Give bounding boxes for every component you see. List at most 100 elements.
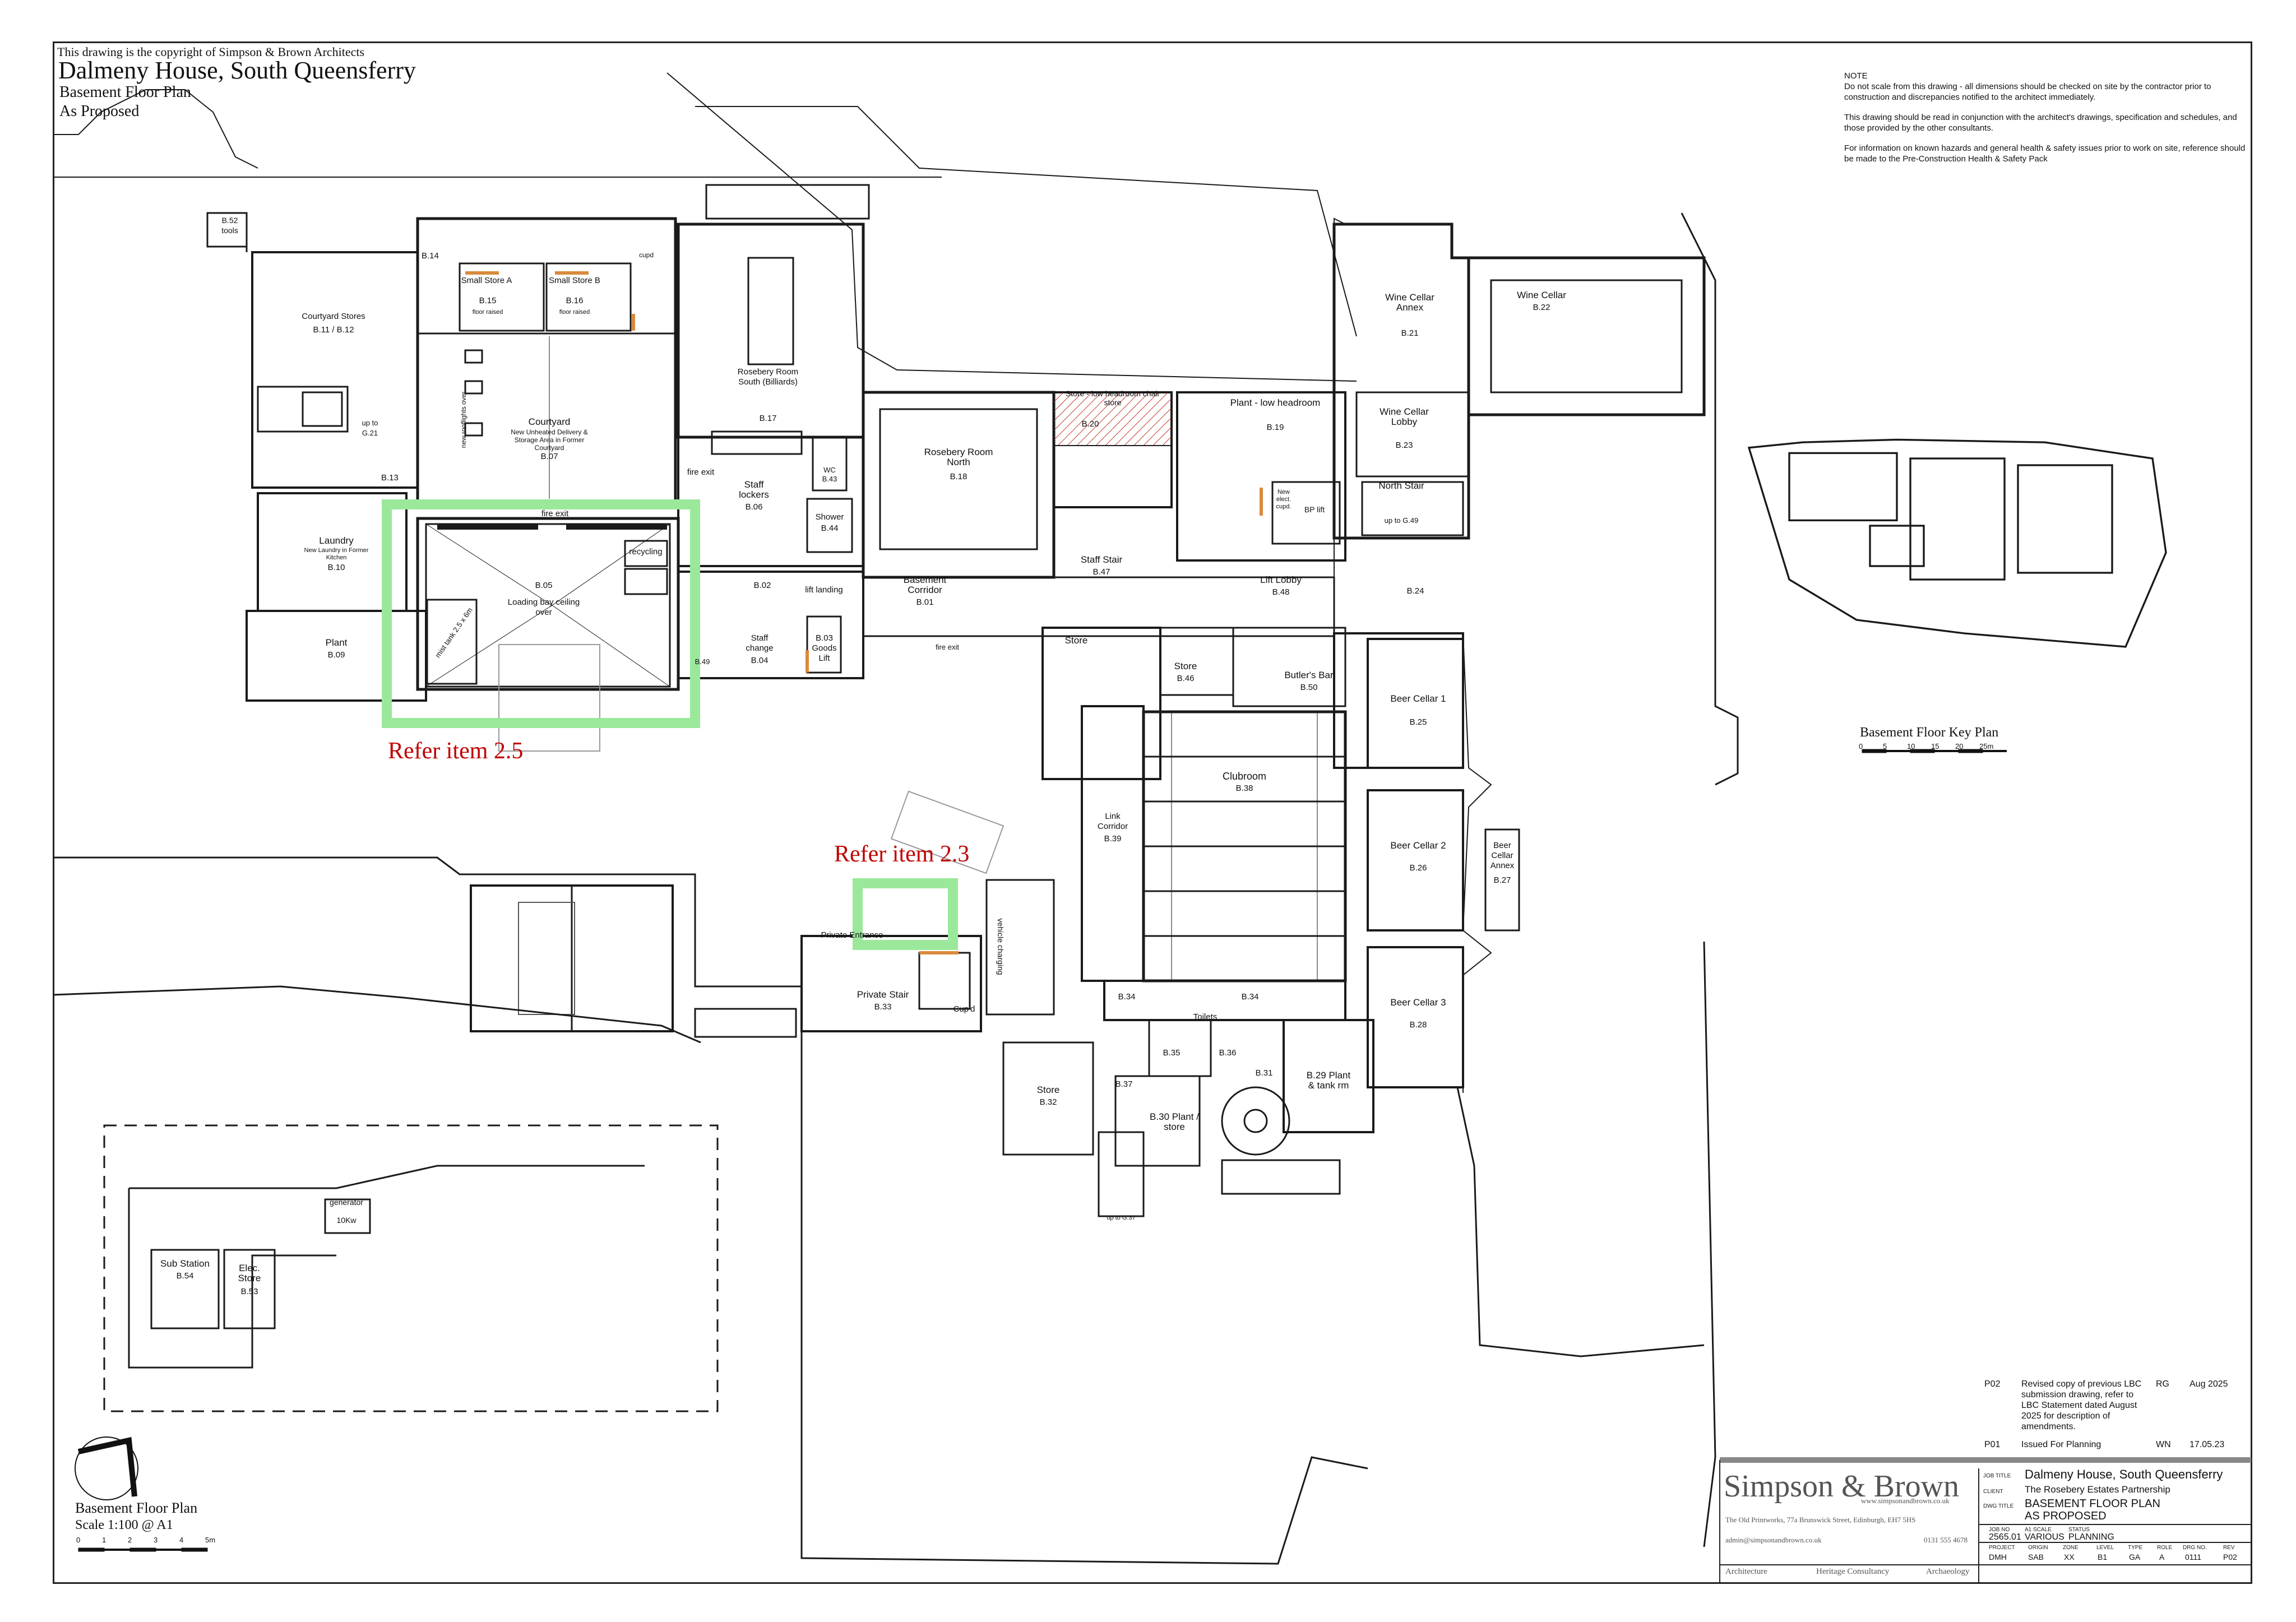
room-wc: WC — [823, 466, 836, 474]
room-b04: B.04 — [751, 656, 769, 665]
room-plant-store: B.30 Plant / store — [1150, 1111, 1199, 1132]
room-b27: B.27 — [1493, 875, 1511, 885]
room-cupd: Cup'd — [953, 1004, 975, 1014]
plan-tick-0: 0 — [76, 1536, 81, 1544]
code-drg-no: 0111 — [2185, 1553, 2202, 1561]
value-job-no: 2565.01 — [1989, 1532, 2021, 1542]
notes-block: NOTE Do not scale from this drawing - al… — [1844, 71, 2248, 174]
cupboard-label: cupd — [639, 251, 654, 259]
code-label-rev: REV — [2223, 1545, 2235, 1551]
label-new-elect-cupd: New elect. cupd. — [1276, 489, 1292, 510]
copyright-notice: This drawing is the copyright of Simpson… — [57, 45, 365, 59]
firm-phone: 0131 555 4678 — [1924, 1536, 1968, 1544]
code-label-zone: ZONE — [2063, 1545, 2079, 1551]
key-tick-0: 0 — [1859, 742, 1863, 750]
room-b35: B.35 — [1163, 1048, 1181, 1058]
value-dwg-title-1: BASEMENT FLOOR PLAN — [2025, 1498, 2160, 1510]
room-staff-change: Staff change — [746, 633, 774, 653]
value-status: PLANNING — [2068, 1532, 2114, 1542]
room-b49: B.49 — [695, 657, 710, 666]
code-label-drg-no: DRG NO. — [2183, 1545, 2207, 1551]
room-private-stair: Private Stair — [857, 989, 909, 1000]
stair-up-g37: up to G.37 — [1107, 1215, 1136, 1221]
room-b06: B.06 — [745, 502, 763, 512]
code-label-level: LEVEL — [2096, 1545, 2114, 1551]
label-new-rooflights: new rooflights over — [460, 391, 467, 448]
stair-up-g49: up to G.49 — [1384, 516, 1419, 525]
fire-exit-corridor: fire exit — [936, 643, 959, 651]
key-tick-15: 15 — [1931, 742, 1939, 750]
plan-tick-1: 1 — [102, 1536, 107, 1544]
laundry-note: New Laundry in Former Kitchen — [304, 547, 369, 561]
room-b39: B.39 — [1104, 834, 1122, 844]
room-b26: B.26 — [1409, 863, 1427, 873]
code-label-type: TYPE — [2128, 1545, 2143, 1551]
room-b10: B.10 — [327, 563, 345, 572]
room-b17: B.17 — [759, 414, 777, 423]
code-label-project: PROJECT — [1989, 1545, 2015, 1551]
room-b47: B.47 — [1093, 567, 1110, 577]
callout-item-2-5: Refer item 2.5 — [388, 738, 524, 764]
key-tick-10: 10 — [1907, 742, 1915, 750]
room-b02: B.02 — [753, 581, 771, 590]
room-b54: B.54 — [176, 1271, 194, 1281]
room-link-corridor: Link Corridor — [1097, 812, 1128, 831]
room-store-corridor: Store — [1064, 635, 1088, 646]
room-b38: B.38 — [1235, 784, 1253, 793]
room-rosebery-north: Rosebery Room North — [924, 447, 993, 467]
label-vehicle-charging: vehicle charging — [996, 918, 1005, 975]
service-archaeology: Archaeology — [1926, 1567, 1970, 1576]
room-wine-lobby: Wine Cellar Lobby — [1380, 406, 1429, 427]
room-b01: B.01 — [916, 597, 934, 607]
room-b16: B.16 — [566, 296, 584, 305]
room-laundry: Laundry — [319, 535, 354, 546]
note-paragraph-1: Do not scale from this drawing - all dim… — [1844, 82, 2211, 102]
value-client: The Rosebery Estates Partnership — [2025, 1484, 2170, 1495]
code-rev: P02 — [2223, 1553, 2237, 1561]
room-b19: B.19 — [1266, 423, 1284, 432]
room-b23: B.23 — [1395, 441, 1413, 450]
room-north-stair: North Stair — [1378, 480, 1424, 491]
drawing-frame — [53, 41, 2252, 1584]
room-b53: B.53 — [240, 1287, 258, 1296]
value-scale: VARIOUS — [2025, 1532, 2064, 1542]
rev-p01-date: 17.05.23 — [2189, 1440, 2225, 1449]
room-b15: B.15 — [479, 296, 497, 305]
room-b21: B.21 — [1401, 328, 1419, 338]
label-scale: A1 SCALE — [2025, 1527, 2052, 1533]
note-heading: NOTE — [1844, 71, 1868, 81]
room-plant: Plant — [325, 637, 348, 648]
rev-p01-desc: Issued For Planning — [2021, 1440, 2101, 1449]
room-courtyard-stores: Courtyard Stores — [302, 312, 365, 321]
room-b05: B.05 — [535, 581, 553, 590]
room-courtyard: Courtyard — [528, 416, 571, 427]
room-b32: B.32 — [1039, 1097, 1057, 1107]
label-generator: generator — [330, 1198, 363, 1207]
rev-p02-id: P02 — [1984, 1379, 2001, 1389]
room-plant-tank: B.29 Plant & tank rm — [1306, 1070, 1351, 1091]
room-lift-lobby: Lift Lobby — [1260, 574, 1302, 585]
callout-item-2-3: Refer item 2.3 — [834, 841, 970, 867]
rev-p02-by: RG — [2156, 1379, 2169, 1389]
code-zone: XX — [2064, 1553, 2075, 1561]
plan-tick-4: 4 — [179, 1536, 184, 1544]
code-label-origin: ORIGIN — [2028, 1545, 2048, 1551]
room-store-b46: Store — [1174, 661, 1197, 671]
highlight-item-2-5 — [382, 499, 700, 728]
service-heritage: Heritage Consultancy — [1816, 1567, 1890, 1576]
plan-tick-2: 2 — [128, 1536, 132, 1544]
room-b20: B.20 — [1081, 419, 1099, 429]
room-b46: B.46 — [1177, 674, 1195, 683]
room-goods-lift: B.03 Goods Lift — [812, 633, 837, 663]
service-architecture: Architecture — [1725, 1567, 1767, 1576]
fire-exit-courtyard: fire exit — [541, 509, 569, 518]
floor-raised-b: floor raised — [559, 309, 590, 316]
plan-label-scale: Scale 1:100 @ A1 — [75, 1518, 173, 1532]
room-b28: B.28 — [1409, 1020, 1427, 1030]
room-sub-station: Sub Station — [160, 1258, 210, 1269]
floor-raised-a: floor raised — [472, 309, 503, 316]
label-lift-landing: lift landing — [805, 585, 843, 595]
firm-email: admin@simpsonandbrown.co.uk — [1725, 1536, 1822, 1544]
room-b34-west: B.34 — [1118, 992, 1136, 1002]
courtyard-note: New Unheated Delivery & Storage Area in … — [511, 428, 588, 452]
